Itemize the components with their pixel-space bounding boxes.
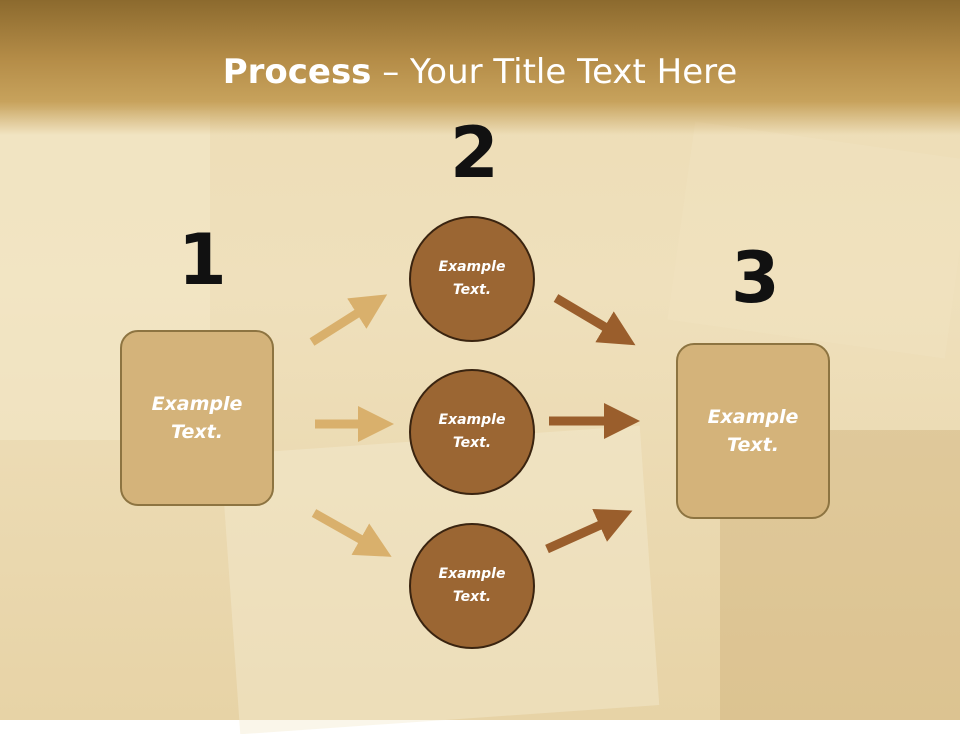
arrow-bottom-to-3 (545, 508, 633, 554)
step-2-circle-top: Example Text. (409, 216, 535, 342)
arrow-top-to-3 (553, 294, 636, 346)
title-rest: – Your Title Text Here (371, 52, 738, 92)
step-2-circle-bottom: Example Text. (409, 523, 535, 649)
title-bold: Process (222, 52, 372, 92)
step-3-number: 3 (731, 237, 780, 319)
arrow-1-to-bottom (311, 509, 392, 557)
slide-title: Process – Your Title Text Here (0, 52, 960, 92)
title-bar (0, 0, 960, 135)
step-2-number: 2 (450, 112, 499, 194)
step-3-box: Example Text. (676, 343, 830, 519)
step-1-number: 1 (178, 219, 227, 301)
step-1-box: Example Text. (120, 330, 274, 506)
step-2-circle-middle: Example Text. (409, 369, 535, 495)
arrow-1-to-top (309, 294, 388, 346)
